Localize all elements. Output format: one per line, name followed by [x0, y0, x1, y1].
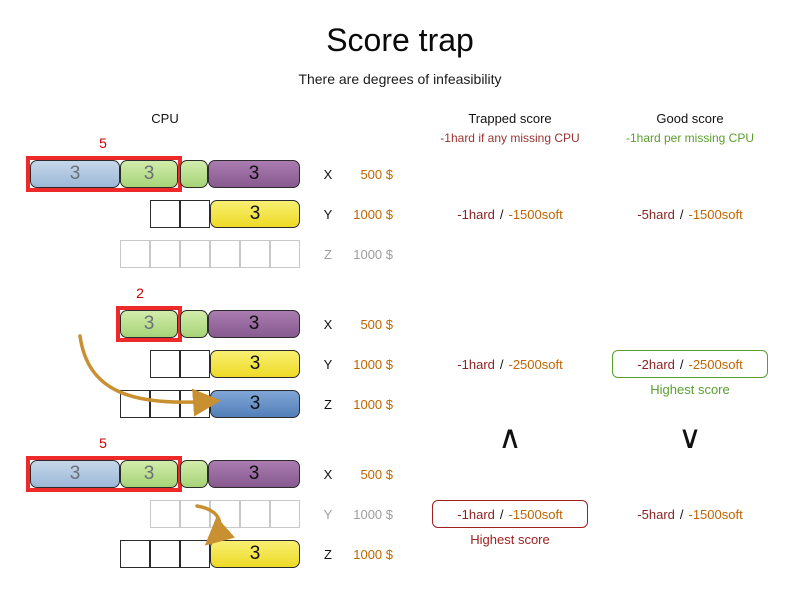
empty-slot	[150, 500, 180, 528]
score-separator: /	[679, 207, 684, 222]
process-block: 3	[30, 460, 120, 488]
empty-slot	[180, 540, 210, 568]
process-block: 3	[208, 310, 300, 338]
hard-score: -2hard	[637, 356, 675, 372]
good-comparison-symbol: ∨	[678, 419, 702, 455]
process-block-small	[180, 460, 208, 488]
page-subtitle: There are degrees of infeasibility	[298, 71, 502, 87]
computer-label: Z	[324, 397, 332, 412]
empty-slot	[210, 240, 240, 268]
computer-cost: 1000 $	[353, 247, 393, 262]
process-block: 3	[120, 460, 178, 488]
process-block-small	[180, 160, 208, 188]
hard-score: -1hard	[457, 357, 495, 372]
computer-cost: 500 $	[360, 467, 393, 482]
overload-count-badge: 5	[99, 135, 107, 151]
empty-slot	[270, 240, 300, 268]
empty-slot	[150, 390, 180, 418]
empty-slot	[180, 350, 210, 378]
good-score-value: -5hard / -1500soft	[600, 507, 780, 522]
soft-score: -1500soft	[508, 207, 563, 222]
computer-label: X	[323, 317, 333, 332]
computer-cost: 1000 $	[353, 207, 393, 222]
empty-slot	[270, 500, 300, 528]
soft-score: -1500soft	[688, 207, 743, 222]
empty-slot	[180, 240, 210, 268]
empty-slot	[150, 350, 180, 378]
process-block: 3	[210, 350, 300, 378]
empty-slot	[150, 200, 180, 228]
score-separator: /	[499, 506, 504, 522]
soft-score: -1500soft	[508, 506, 563, 522]
computer-cost: 500 $	[360, 317, 393, 332]
computer-label: Y	[323, 207, 333, 222]
hard-score: -5hard	[637, 207, 675, 222]
computer-cost: 1000 $	[353, 357, 393, 372]
computer-label: Y	[323, 357, 333, 372]
process-block: 3	[210, 390, 300, 418]
good-score-value: -5hard / -1500soft	[600, 207, 780, 222]
empty-slot	[120, 540, 150, 568]
trapped-score-value: -1hard / -1500soft	[420, 207, 600, 222]
soft-score: -2500soft	[508, 357, 563, 372]
highest-score-note: Highest score	[470, 532, 550, 547]
process-block: 3	[210, 540, 300, 568]
process-block: 3	[120, 160, 178, 188]
empty-slot	[210, 500, 240, 528]
empty-slot	[180, 200, 210, 228]
computer-label: Z	[324, 247, 332, 262]
process-block-small	[180, 310, 208, 338]
trapped-comparison-symbol: ∧	[498, 419, 522, 455]
empty-slot	[180, 390, 210, 418]
process-block: 3	[30, 160, 120, 188]
computer-cost: 1000 $	[353, 507, 393, 522]
computer-cost: 1000 $	[353, 397, 393, 412]
process-block: 3	[208, 460, 300, 488]
score-separator: /	[679, 507, 684, 522]
overload-count-badge: 2	[136, 285, 144, 301]
computer-cost: 1000 $	[353, 547, 393, 562]
good-score-value-boxed: -2hard/-2500soft	[612, 350, 768, 378]
good-score-subheader: -1hard per missing CPU	[625, 131, 755, 145]
soft-score: -1500soft	[688, 507, 743, 522]
highest-score-note: Highest score	[650, 382, 730, 397]
overload-count-badge: 5	[99, 435, 107, 451]
process-block: 3	[120, 310, 178, 338]
computer-label: Z	[324, 547, 332, 562]
hard-score: -1hard	[457, 506, 495, 522]
trapped-score-value-boxed: -1hard/-1500soft	[432, 500, 588, 528]
empty-slot	[120, 240, 150, 268]
empty-slot	[240, 240, 270, 268]
cpu-column-header: CPU	[151, 111, 179, 126]
empty-slot	[120, 390, 150, 418]
good-score-header: Good score	[656, 111, 724, 126]
trapped-score-value: -1hard / -2500soft	[420, 357, 600, 372]
computer-label: Y	[323, 507, 333, 522]
empty-slot	[180, 500, 210, 528]
score-separator: /	[499, 207, 504, 222]
score-separator: /	[679, 356, 684, 372]
process-block: 3	[210, 200, 300, 228]
trapped-score-subheader: -1hard if any missing CPU	[440, 131, 580, 145]
score-separator: /	[499, 357, 504, 372]
computer-cost: 500 $	[360, 167, 393, 182]
page-title: Score trap	[326, 22, 474, 58]
hard-score: -5hard	[637, 507, 675, 522]
computer-label: X	[323, 467, 333, 482]
computer-label: X	[323, 167, 333, 182]
hard-score: -1hard	[457, 207, 495, 222]
empty-slot	[150, 540, 180, 568]
trapped-score-header: Trapped score	[468, 111, 552, 126]
process-block: 3	[208, 160, 300, 188]
empty-slot	[240, 500, 270, 528]
soft-score: -2500soft	[688, 356, 743, 372]
empty-slot	[150, 240, 180, 268]
